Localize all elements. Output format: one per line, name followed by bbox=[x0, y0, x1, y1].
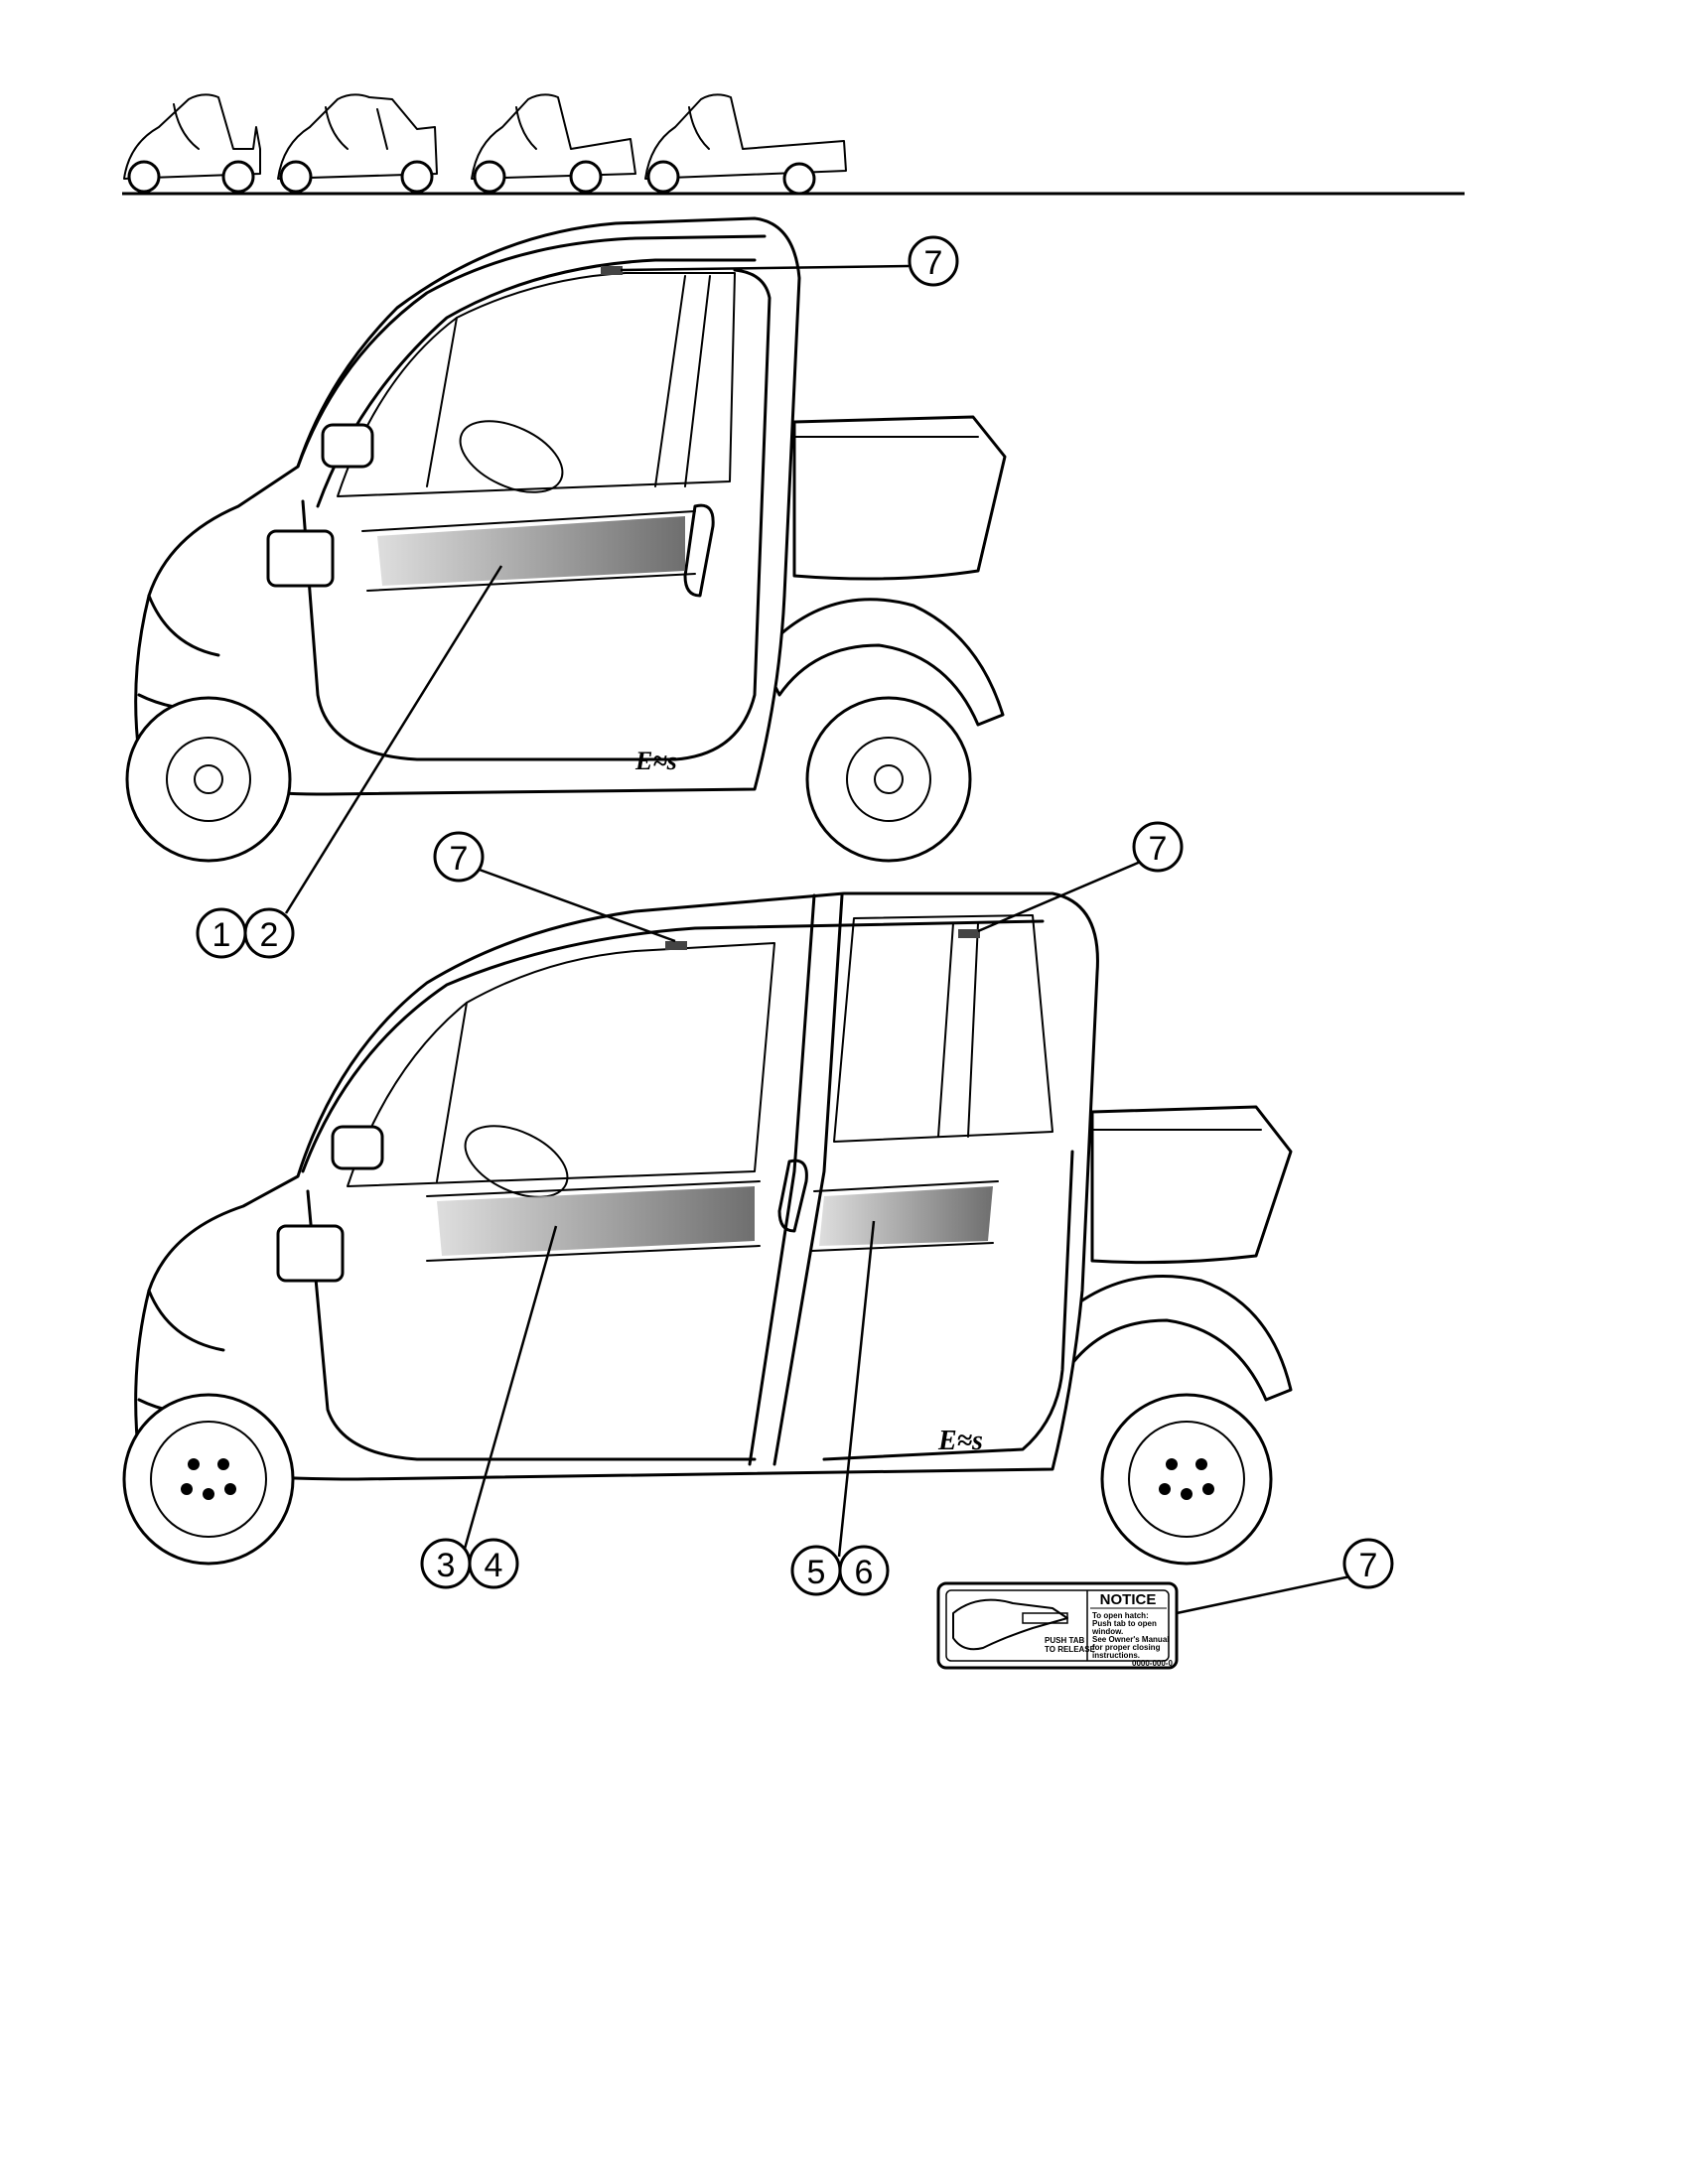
rear-fender bbox=[1046, 1275, 1293, 1402]
rear-wheel bbox=[1100, 1393, 1273, 1566]
brand-logo: E≈s bbox=[937, 1426, 983, 1456]
callout-7-top: 7 bbox=[908, 235, 959, 287]
svg-text:7: 7 bbox=[450, 840, 469, 878]
callout-6: 6 bbox=[838, 1545, 890, 1596]
side-mirror bbox=[331, 1125, 384, 1170]
notice-tab-text-1: PUSH TAB bbox=[1045, 1636, 1085, 1645]
svg-text:7: 7 bbox=[924, 244, 943, 282]
callout-7-label: 7 bbox=[1342, 1538, 1394, 1589]
callout-4: 4 bbox=[468, 1538, 519, 1589]
rear-fender bbox=[758, 598, 1005, 727]
cargo-box bbox=[792, 415, 1007, 581]
front-wheel bbox=[125, 696, 292, 863]
notice-decal-marker-front bbox=[665, 941, 687, 950]
svg-text:7: 7 bbox=[1149, 830, 1168, 868]
svg-text:1: 1 bbox=[212, 916, 231, 954]
notice-line-3: window. bbox=[1091, 1627, 1123, 1636]
thumb-long-bed bbox=[644, 93, 847, 196]
callout-7-mid-left: 7 bbox=[433, 831, 485, 883]
rear-door-window bbox=[833, 914, 1053, 1143]
svg-text:2: 2 bbox=[260, 916, 279, 954]
notice-decal-marker bbox=[601, 266, 623, 275]
notice-decal-marker-rear bbox=[958, 929, 980, 938]
callout-2: 2 bbox=[243, 907, 295, 959]
cargo-box bbox=[1090, 1105, 1293, 1265]
notice-label: NOTICE To open hatch: Push tab to open w… bbox=[936, 1581, 1179, 1670]
notice-part-number: 0000-000-0 bbox=[1132, 1659, 1173, 1668]
header-model-thumbnails bbox=[122, 93, 1465, 196]
thumb-4-passenger bbox=[277, 93, 438, 194]
svg-text:5: 5 bbox=[807, 1554, 826, 1591]
notice-tab-text-2: TO RELEASE bbox=[1045, 1645, 1096, 1654]
notice-line-5: for proper closing bbox=[1092, 1643, 1161, 1652]
thumb-2-passenger bbox=[123, 93, 261, 194]
notice-line-2: Push tab to open bbox=[1092, 1619, 1157, 1628]
cab-body bbox=[134, 216, 801, 796]
front-wheel bbox=[122, 1393, 295, 1566]
notice-line-6: instructions. bbox=[1092, 1651, 1140, 1660]
svg-text:4: 4 bbox=[485, 1547, 503, 1584]
notice-line-4: See Owner's Manual bbox=[1092, 1635, 1169, 1644]
cab-body bbox=[134, 891, 1099, 1481]
brand-logo: E≈s bbox=[634, 747, 677, 775]
rear-door-stripe-decal bbox=[819, 1186, 993, 1246]
rear-wheel bbox=[805, 696, 972, 863]
callout-7-mid-right: 7 bbox=[1132, 821, 1184, 873]
door-outline bbox=[301, 268, 772, 761]
hand-illustration bbox=[952, 1598, 1068, 1651]
front-marker bbox=[276, 1224, 345, 1283]
callout-1: 1 bbox=[196, 907, 247, 959]
svg-text:6: 6 bbox=[855, 1554, 874, 1591]
notice-title: NOTICE bbox=[1100, 1591, 1157, 1608]
thumb-short-bed bbox=[471, 93, 636, 194]
svg-text:3: 3 bbox=[437, 1547, 456, 1584]
side-mirror bbox=[321, 423, 374, 469]
front-marker bbox=[266, 529, 335, 588]
callout-3: 3 bbox=[420, 1538, 472, 1589]
notice-line-1: To open hatch: bbox=[1092, 1611, 1149, 1620]
callout-5: 5 bbox=[790, 1545, 842, 1596]
vehicle-4-passenger: E≈s bbox=[122, 891, 1293, 1566]
door-split bbox=[772, 893, 844, 1466]
door-stripe-decal bbox=[377, 516, 685, 586]
vehicle-2-passenger: E≈s bbox=[125, 216, 1007, 863]
front-door-stripe-decal bbox=[437, 1186, 755, 1256]
svg-text:7: 7 bbox=[1359, 1547, 1378, 1584]
